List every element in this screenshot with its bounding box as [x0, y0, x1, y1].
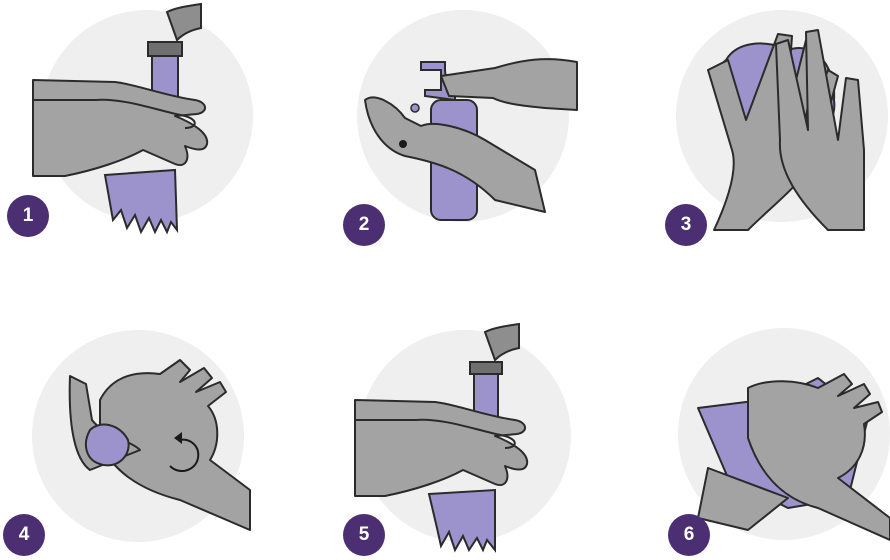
step-3-illustration [668, 0, 890, 240]
step-1-badge: 1 [7, 195, 49, 237]
rub-palm-circular-motion-icon [32, 330, 250, 542]
step-4-badge: 4 [3, 514, 45, 556]
step-4-illustration [20, 320, 260, 555]
step-5-badge: 5 [343, 514, 385, 556]
soap-pump-dispenser-icon [357, 10, 577, 222]
step-1-illustration [25, 0, 265, 240]
rinse-under-running-water-icon [355, 324, 571, 550]
hands-under-running-water-icon [33, 4, 253, 232]
interlaced-fingers-lather-icon [676, 10, 888, 230]
step-2-badge: 2 [343, 204, 385, 246]
dry-with-paper-towel-icon [678, 328, 890, 540]
step-3-badge: 3 [665, 204, 707, 246]
step-6-badge: 6 [668, 514, 710, 556]
step-2-illustration [345, 0, 585, 240]
